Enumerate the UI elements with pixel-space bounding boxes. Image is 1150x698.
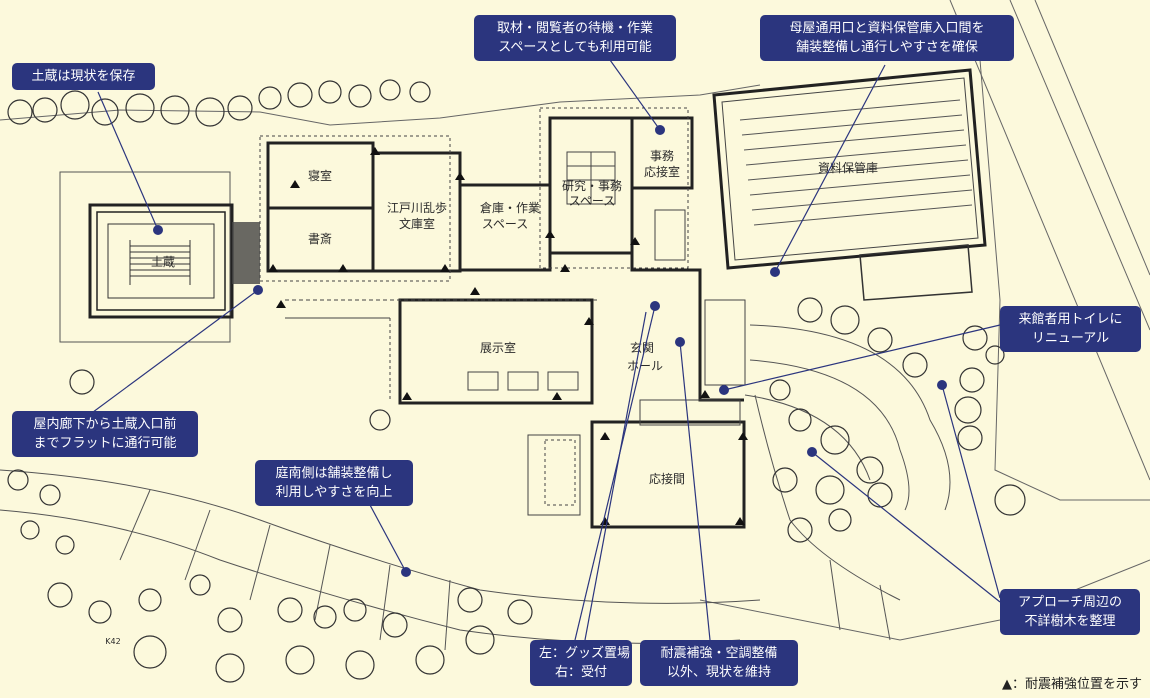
- callout-line: スペースとしても利用可能: [498, 40, 652, 55]
- triangle-icon: ▲: [1001, 677, 1012, 692]
- room-label-bunko-1: 江戸川乱歩: [387, 200, 447, 215]
- trees: [7, 79, 1026, 683]
- callout-line: 利用しやすさを向上: [275, 485, 393, 500]
- callout-line: 土蔵は現状を保存: [31, 69, 136, 84]
- callout-shuzai: 取材・閲覧者の待機・作業 スペースとしても利用可能: [474, 15, 676, 61]
- room-label-kenkyu-1: 研究・事務: [562, 178, 622, 193]
- reinforcement-markers: [268, 147, 748, 525]
- callout-line: 左：グッズ置場: [539, 646, 631, 661]
- room-label-osetsu: 応接間: [649, 471, 685, 486]
- callout-line: 以外、現状を維持: [666, 665, 771, 680]
- callout-approach: アプローチ周辺の 不詳樹木を整理: [1000, 589, 1140, 635]
- callout-line: 庭南側は舗装整備し: [275, 466, 393, 481]
- callout-line: アプローチ周辺の: [1017, 595, 1122, 610]
- callout-line: 不詳樹木を整理: [1024, 614, 1116, 629]
- room-label-genkan-1: 玄関: [630, 340, 654, 355]
- room-label-dozo: 土蔵: [151, 255, 175, 269]
- room-label-souko-1: 倉庫・作業: [480, 200, 540, 215]
- room-label-jimu-1: 事務: [650, 149, 674, 163]
- room-label-shosai: 書斎: [308, 231, 332, 246]
- room-label-shiryo: 資料保管庫: [818, 160, 878, 175]
- room-label-shinshitsu: 寝室: [308, 168, 332, 183]
- room-labels: 土蔵 寝室 書斎 江戸川乱歩 文庫室 倉庫・作業 スペース 研究・事務 スペース…: [105, 149, 878, 646]
- legend-text: ：耐震補強位置を示す: [1011, 677, 1142, 692]
- callout-leaders: [84, 59, 1001, 641]
- room-label-souko-2: スペース: [482, 217, 529, 231]
- room-label-tenji: 展示室: [480, 340, 516, 355]
- callout-line: 耐震補強・空調整備: [660, 646, 778, 661]
- callout-taishin: 耐震補強・空調整備 以外、現状を維持: [640, 640, 798, 686]
- room-label-kenkyu-2: スペース: [569, 194, 616, 208]
- callout-line: 右：受付: [554, 665, 607, 680]
- callout-niwa: 庭南側は舗装整備し 利用しやすさを向上: [255, 460, 413, 506]
- callout-line: 屋内廊下から土蔵入口前: [33, 417, 177, 432]
- callout-dozo-keep: 土蔵は現状を保存: [12, 63, 155, 90]
- site-boundary: [0, 0, 1150, 641]
- callout-line: 来館者用トイレに: [1018, 312, 1123, 327]
- callout-dots: [153, 125, 947, 577]
- room-label-genkan-2: ホール: [627, 359, 663, 373]
- house-inner-lines: [259, 107, 746, 516]
- room-label-bunko-2: 文庫室: [399, 216, 435, 231]
- room-label-jimu-2: 応接室: [644, 164, 680, 179]
- approach-path: [0, 324, 951, 651]
- callout-omoya: 母屋通用口と資料保管庫入口間を 舗装整備し通行しやすさを確保: [760, 15, 1014, 61]
- house-walls: [266, 116, 746, 529]
- callout-line: リニューアル: [1031, 331, 1110, 346]
- callout-line: 母屋通用口と資料保管庫入口間を: [789, 21, 985, 36]
- legend: ▲：耐震補強位置を示す: [1002, 673, 1142, 692]
- callout-line: までフラットに通行可能: [33, 436, 177, 451]
- callout-line: 舗装整備し通行しやすさを確保: [796, 40, 978, 55]
- callout-rouka: 屋内廊下から土蔵入口前 までフラットに通行可能: [12, 411, 198, 457]
- callout-line: 取材・閲覧者の待機・作業: [496, 21, 653, 36]
- map-grid-label: K42: [105, 637, 120, 646]
- callout-goods: 左：グッズ置場 右：受付: [530, 640, 632, 686]
- storage-building: [712, 68, 987, 301]
- callout-toilet: 来館者用トイレに リニューアル: [1000, 306, 1141, 352]
- dozo-structure: [59, 171, 260, 343]
